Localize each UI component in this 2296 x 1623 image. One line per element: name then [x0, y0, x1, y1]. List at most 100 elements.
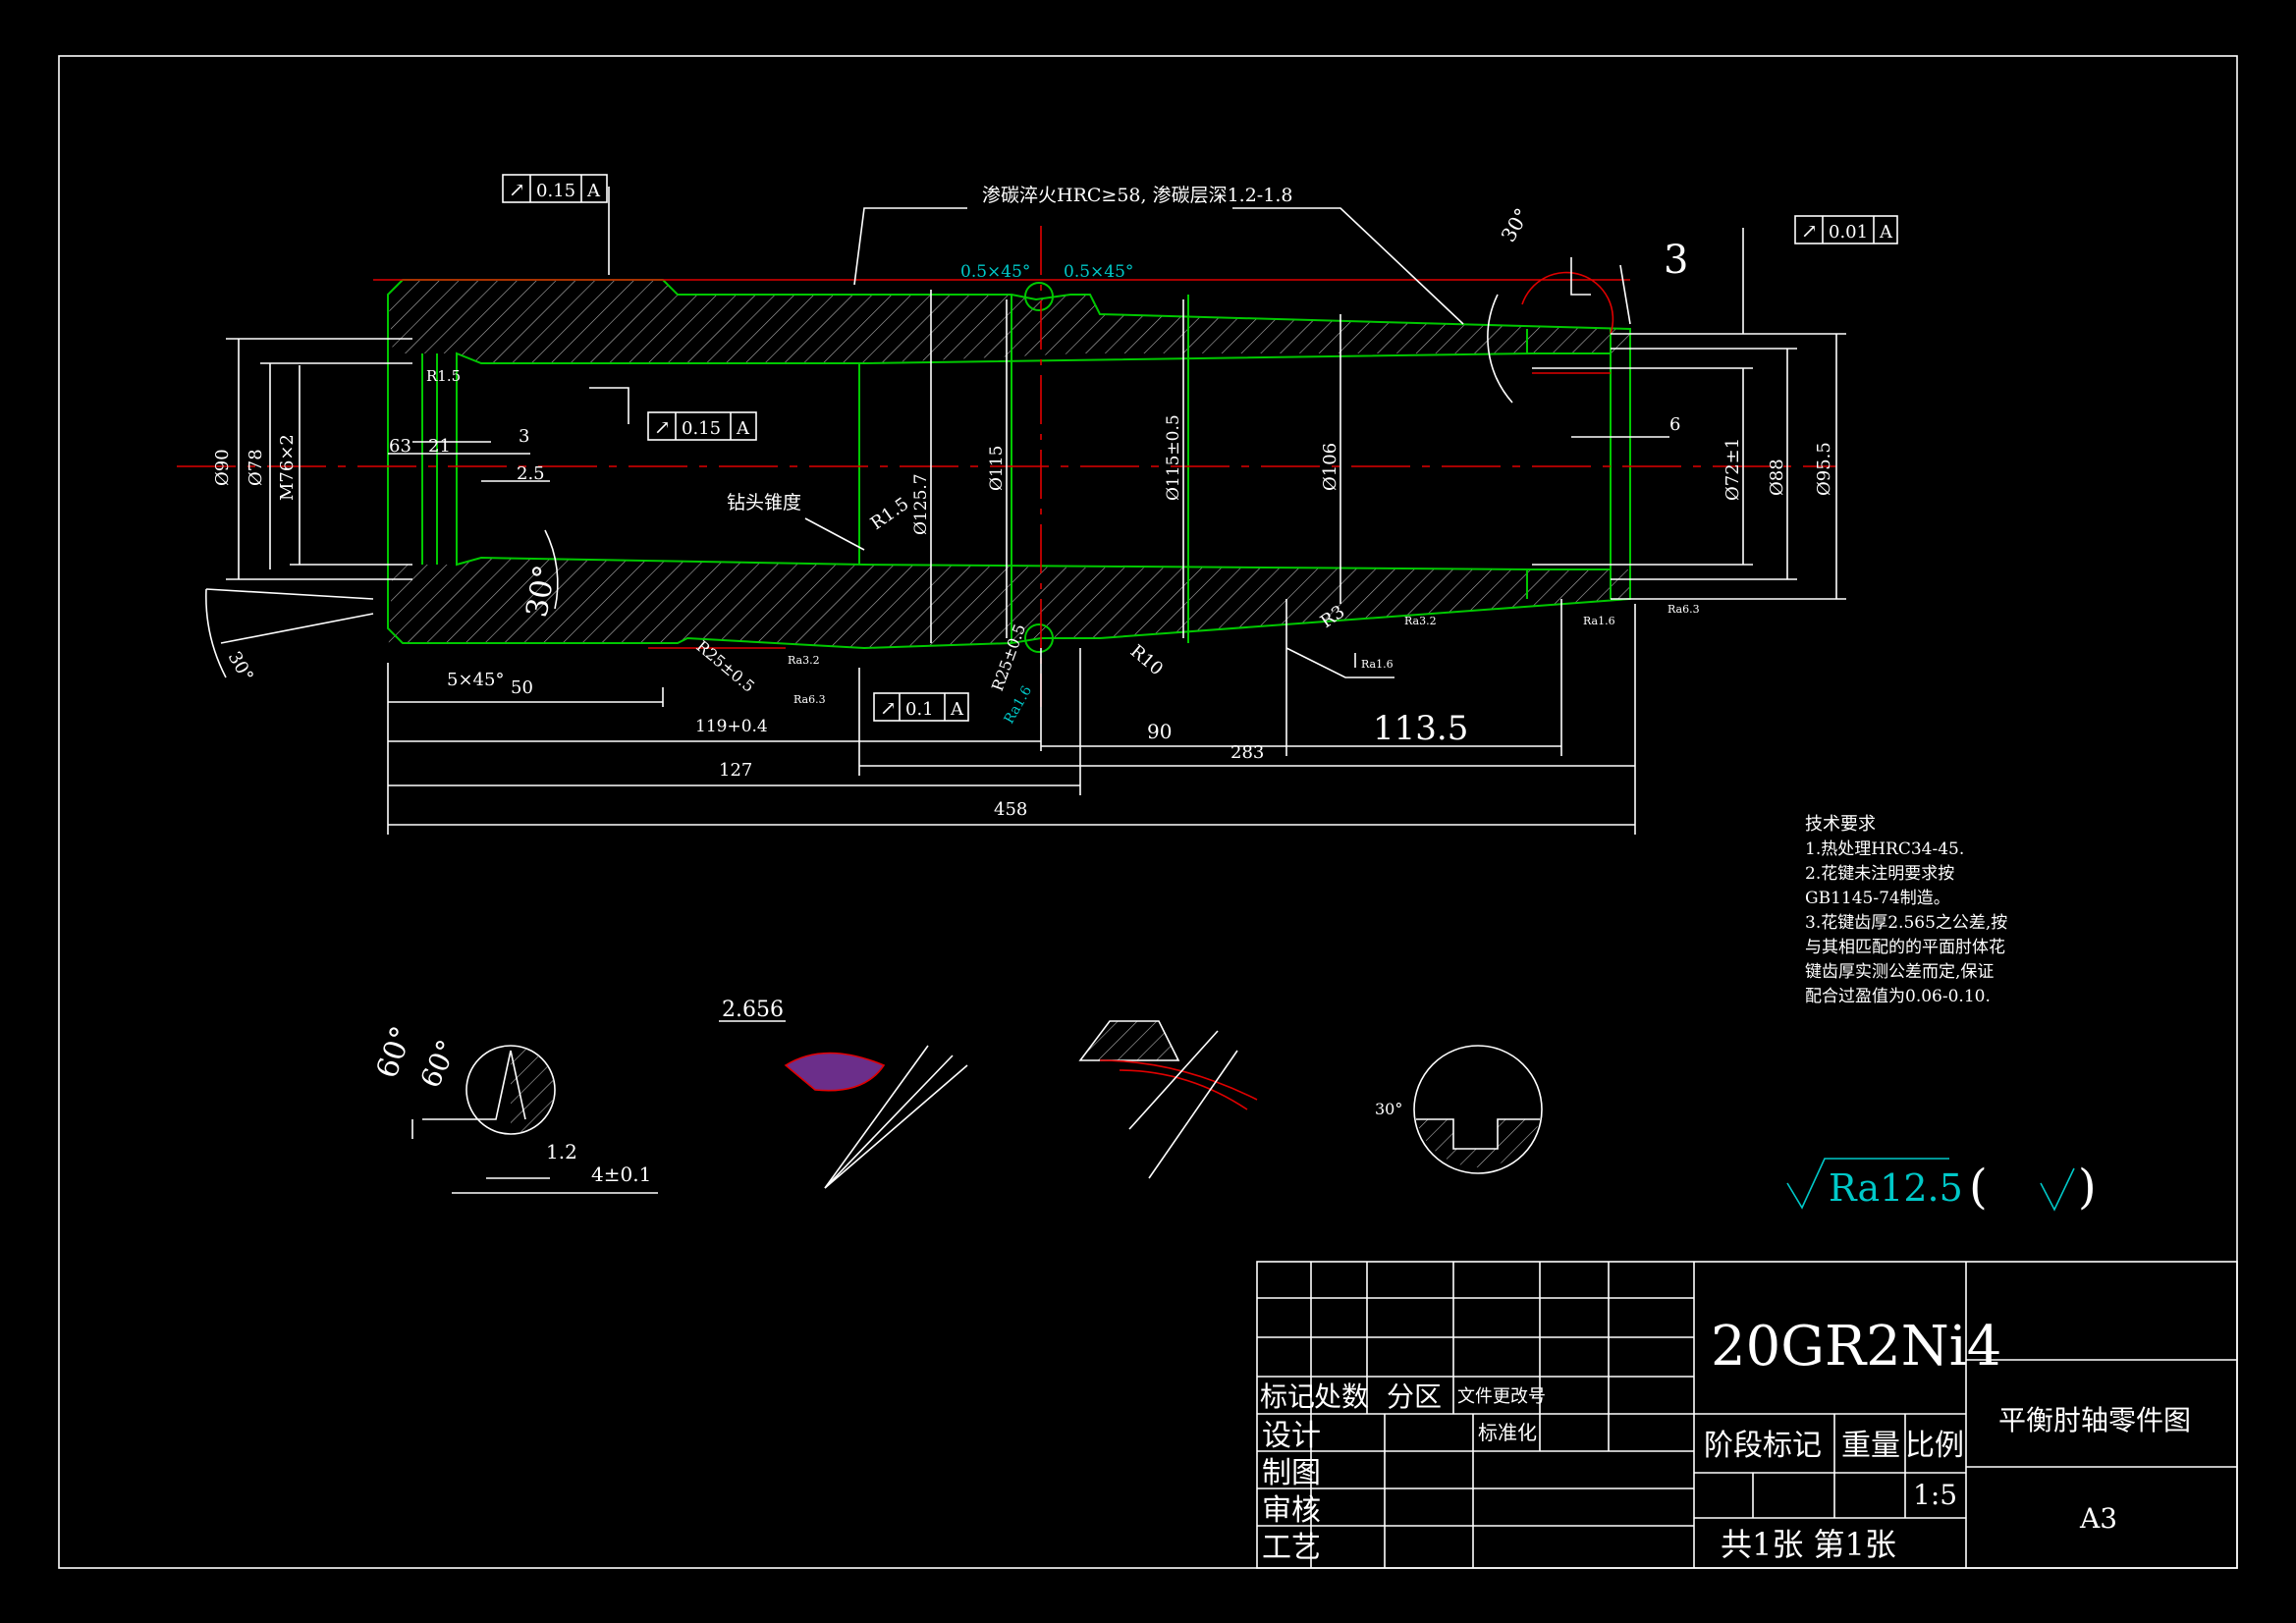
design-label: 设计: [1262, 1419, 1321, 1453]
title-block: 20GR2Ni4 平衡肘轴零件图 A3 阶段标记 重量 比例 1:5 共1张 第…: [1256, 1261, 2238, 1569]
dim-21: 21: [428, 436, 451, 457]
tech-line-7: 配合过盈值为0.06-0.10.: [1805, 987, 1991, 1006]
dim-127: 127: [719, 760, 752, 781]
svg-text:0.01: 0.01: [1829, 222, 1868, 243]
ra-1-6-b: Ra1.6: [1583, 615, 1615, 627]
dim-d78: Ø78: [246, 449, 266, 486]
tech-title: 技术要求: [1805, 814, 1876, 835]
dim-d88: Ø88: [1767, 459, 1787, 496]
weight-label: 重量: [1841, 1429, 1900, 1463]
dim-chamfer-5x45: 5×45°: [447, 670, 504, 690]
detail-view-2: 2.656: [719, 998, 968, 1189]
detail-view-4: 30°: [1375, 1045, 1543, 1174]
detail1-angle-60-a: 60°: [370, 1022, 420, 1083]
tech-line-6: 键齿厚实测公差而定,保证: [1805, 962, 1994, 982]
drawing-name: 平衡肘轴零件图: [1998, 1404, 2191, 1436]
dim-458: 458: [994, 799, 1027, 820]
svg-text:Ra12.5: Ra12.5: [1829, 1166, 1963, 1210]
detail-view-1: 60° 60° 1.2 4±0.1: [370, 1022, 658, 1194]
svg-text:↗: ↗: [1801, 219, 1818, 243]
tolerance-frame-top-left: ↗ 0.15 A: [502, 174, 608, 203]
chamfer-note-2: 0.5×45°: [1064, 262, 1133, 282]
count-label: 处数: [1314, 1380, 1369, 1413]
dim-6: 6: [1669, 414, 1680, 435]
ra-3-2-b: Ra3.2: [1404, 615, 1437, 627]
svg-text:A: A: [1879, 222, 1893, 243]
svg-text:A: A: [736, 418, 750, 439]
detail4-angle-30: 30°: [1375, 1100, 1402, 1118]
svg-text:0.15: 0.15: [682, 418, 721, 439]
tech-line-1: 1.热处理HRC34-45.: [1805, 839, 1964, 859]
drawing-frame: [58, 55, 2238, 1569]
stage-label: 阶段标记: [1704, 1429, 1822, 1463]
paper-size: A3: [2079, 1502, 2117, 1535]
dim-r10: R10: [1126, 641, 1167, 680]
tolerance-frame-bottom: ↗ 0.1 A: [873, 692, 969, 722]
dim-r25-a: R25±0.5: [692, 637, 758, 696]
dim-r1-5-b: R1.5: [867, 494, 913, 534]
detail1-angle-60-b: 60°: [413, 1035, 464, 1093]
dim-d115-b: Ø115±0.5: [1164, 414, 1183, 501]
dim-d106: Ø106: [1320, 443, 1340, 491]
change-label: 文件更改号: [1457, 1386, 1546, 1407]
draw-label: 制图: [1262, 1456, 1321, 1490]
chamfer-note-1: 0.5×45°: [960, 262, 1030, 282]
tolerance-frame-top-right: ↗ 0.01 A: [1794, 215, 1898, 244]
svg-text:A: A: [950, 699, 964, 720]
ra-6-3-b: Ra6.3: [1667, 603, 1700, 616]
dim-r1-5-a: R1.5: [426, 367, 461, 385]
svg-text:(: (: [1969, 1160, 1988, 1215]
dim-90: 90: [1147, 720, 1172, 743]
ra-1-6-a: Ra1.6: [1361, 658, 1394, 671]
dim-3-big: 3: [1664, 238, 1688, 283]
detail1-dim-1-2: 1.2: [546, 1140, 577, 1163]
detail2-dim-2-656: 2.656: [722, 998, 784, 1022]
dim-angle-30-a: 30°: [224, 648, 257, 685]
dim-283: 283: [1230, 742, 1264, 763]
drill-taper-note: 钻头锥度: [727, 492, 801, 514]
svg-text:0.1: 0.1: [905, 699, 934, 720]
sheets: 共1张 第1张: [1721, 1526, 1896, 1563]
material: 20GR2Ni4: [1711, 1315, 2001, 1379]
ra-3-2-a: Ra3.2: [788, 654, 820, 667]
tolerance-frame-mid: ↗ 0.15 A: [647, 411, 757, 441]
ra-6-3-a: Ra6.3: [793, 693, 826, 706]
std-label: 标准化: [1478, 1421, 1537, 1444]
dim-d115-a: Ø115: [987, 446, 1007, 491]
dim-2-5: 2.5: [517, 463, 545, 484]
scale-value: 1:5: [1913, 1479, 1957, 1511]
dim-m76: M76×2: [277, 434, 298, 501]
dim-d72: Ø72±1: [1722, 438, 1743, 501]
carburize-note: 渗碳淬火HRC≥58, 渗碳层深1.2-1.8: [982, 185, 1292, 206]
dim-angle-30-c: 30°: [1497, 204, 1535, 246]
tech-line-3: GB1145-74制造。: [1805, 889, 1950, 908]
surface-finish-symbol: Ra12.5 ( ): [1786, 1158, 2097, 1215]
svg-text:↗: ↗: [880, 696, 897, 720]
dim-50: 50: [511, 677, 533, 698]
dim-d125-7: Ø125.7: [911, 473, 931, 535]
tech-line-4: 3.花键齿厚2.565之公差,按: [1805, 913, 2007, 933]
dim-d95-5: Ø95.5: [1814, 442, 1834, 496]
zone-label: 分区: [1387, 1380, 1442, 1413]
dim-63: 63: [389, 436, 411, 457]
mark-label: 标记: [1260, 1380, 1315, 1413]
svg-text:↗: ↗: [509, 178, 525, 201]
main-shaft-view: [177, 187, 1846, 835]
scale-label: 比例: [1905, 1429, 1964, 1463]
svg-text:): ): [2078, 1160, 2097, 1215]
tech-line-5: 与其相匹配的的平面肘体花: [1805, 938, 2005, 957]
craft-label: 工艺: [1262, 1531, 1321, 1565]
technical-requirements: 技术要求 1.热处理HRC34-45. 2.花键未注明要求按 GB1145-74…: [1805, 814, 2007, 1006]
tech-line-2: 2.花键未注明要求按: [1805, 864, 1954, 884]
svg-text:A: A: [586, 181, 601, 201]
check-label: 审核: [1262, 1493, 1321, 1528]
dim-119: 119+0.4: [695, 717, 768, 736]
dim-113-5: 113.5: [1373, 709, 1468, 748]
detail1-dim-4: 4±0.1: [591, 1163, 651, 1186]
dim-3: 3: [519, 426, 529, 447]
dim-d90: Ø90: [212, 449, 233, 486]
svg-text:↗: ↗: [654, 415, 671, 439]
detail-view-3: [1078, 1020, 1258, 1179]
svg-text:0.15: 0.15: [536, 181, 575, 201]
